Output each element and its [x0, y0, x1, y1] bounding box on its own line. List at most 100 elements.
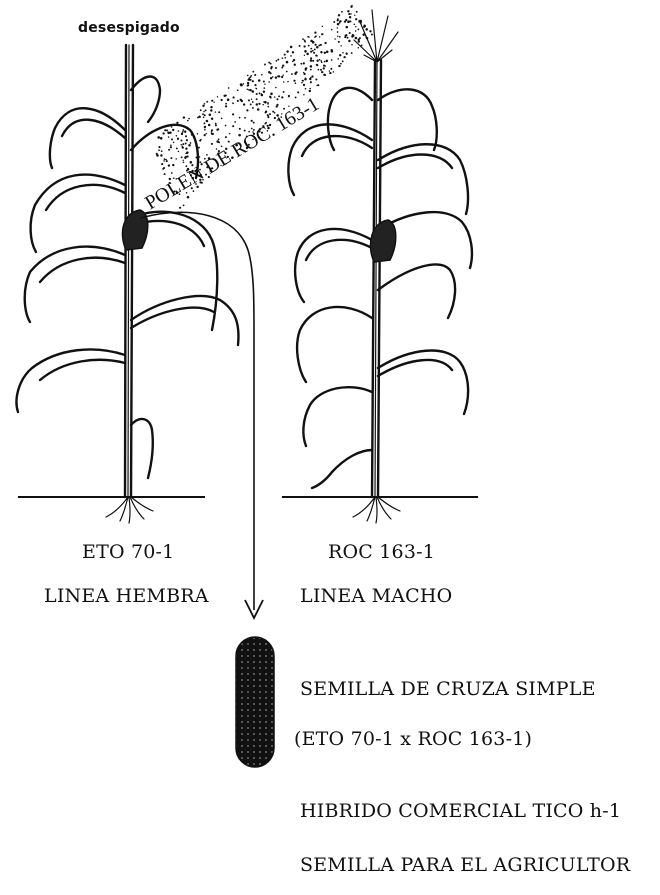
pollen-dot: [265, 111, 267, 113]
pollen-dot: [256, 93, 258, 95]
pollen-dot: [310, 59, 313, 62]
pollen-dot: [215, 124, 217, 126]
pollen-dot: [314, 31, 316, 33]
pollen-dot: [284, 54, 286, 56]
pollen-dot: [310, 65, 313, 68]
pollen-dot: [190, 161, 193, 164]
pollen-dot: [232, 125, 234, 127]
pollen-dot: [247, 84, 249, 86]
pollen-dot: [297, 91, 299, 93]
pollen-dot: [254, 84, 256, 86]
pollen-dot: [342, 60, 344, 62]
pollen-dot: [172, 129, 174, 131]
pollen-dot: [164, 129, 166, 131]
pollen-dot: [286, 61, 289, 64]
pollen-dot: [158, 149, 160, 151]
pollen-dot: [187, 155, 189, 157]
pollen-label: POLEN DE ROC. 163-1: [141, 93, 323, 214]
pollen-dot: [261, 74, 263, 76]
pollen-dot: [182, 143, 184, 145]
pollen-dot: [283, 91, 285, 93]
pollen-dot: [178, 151, 180, 153]
pollen-dot: [203, 117, 205, 119]
pollen-dot: [203, 122, 205, 124]
pollen-dot: [267, 114, 269, 116]
male-code-label: ROC 163-1: [328, 541, 435, 563]
pollen-dot: [185, 153, 186, 154]
pollen-dot: [250, 103, 252, 105]
pollen-dot: [161, 163, 163, 165]
pollen-dot: [338, 65, 340, 67]
pollen-dot: [281, 76, 283, 78]
pollen-dot: [175, 158, 177, 160]
pollen-dot: [170, 145, 172, 147]
pollen-dot: [313, 52, 315, 54]
pollen-dot: [204, 103, 206, 105]
pollen-dot: [251, 120, 253, 122]
pollen-dot: [188, 118, 190, 120]
pollen-dot: [179, 207, 181, 209]
pollen-dot: [169, 132, 171, 134]
pollen-dot: [312, 50, 314, 52]
pollen-dot: [345, 34, 347, 36]
pollen-dot: [244, 117, 246, 119]
pollen-dot: [363, 26, 365, 28]
pollen-dot: [333, 21, 335, 23]
pollen-dot: [334, 38, 336, 40]
pollen-dot: [241, 100, 243, 102]
pollen-dot: [218, 138, 220, 140]
pollen-dot: [211, 100, 213, 102]
pollen-dot: [322, 26, 323, 27]
pollen-dot: [286, 50, 288, 52]
pollen-dot: [209, 113, 212, 116]
pollen-dot: [346, 53, 348, 55]
pollen-dot: [306, 53, 309, 56]
pollen-dot: [337, 27, 338, 28]
pollen-dot: [283, 81, 285, 83]
pollen-dot: [197, 133, 198, 134]
pollen-dot: [358, 29, 360, 31]
pollen-dot: [183, 161, 185, 163]
pollen-dot: [187, 120, 189, 122]
pollen-dot: [166, 160, 168, 162]
pollen-dot: [356, 11, 358, 13]
pollen-dot: [246, 109, 248, 111]
pollen-dot: [200, 139, 201, 140]
pollen-dot: [284, 57, 286, 59]
pollen-dot: [331, 59, 333, 61]
pollen-dot: [295, 82, 297, 84]
pollen-dot: [183, 116, 185, 118]
pollen-dot: [213, 101, 214, 102]
pollen-dot: [202, 113, 204, 115]
pollen-dot: [321, 61, 323, 63]
pollen-dot: [258, 79, 261, 82]
pollen-dot: [337, 58, 339, 60]
pollen-dot: [282, 64, 284, 66]
cross-label: (ETO 70-1 x ROC 163-1): [294, 728, 532, 750]
pollen-dot: [225, 95, 227, 97]
pollen-dot: [325, 65, 327, 67]
pollen-dot: [225, 136, 227, 138]
pollen-dot: [304, 78, 307, 81]
pollen-dot: [305, 69, 307, 71]
pollen-dot: [168, 149, 170, 151]
pollen-dot: [282, 57, 284, 59]
pollen-dot: [339, 54, 341, 56]
pollen-dot: [304, 50, 307, 53]
pollen-dot: [212, 133, 214, 135]
pollen-dot: [204, 134, 206, 136]
pollen-dot: [256, 98, 258, 100]
detasseled-label: desespigado: [78, 20, 180, 36]
pollen-dot: [310, 69, 312, 71]
pollen-dot: [315, 44, 317, 46]
pollen-dot: [353, 23, 355, 25]
pollen-dot: [281, 96, 283, 98]
pollen-dot: [294, 72, 296, 74]
pollen-dot: [270, 77, 272, 79]
pollen-dot: [326, 60, 328, 62]
pollen-dot: [220, 99, 222, 101]
male-line-label: LINEA MACHO: [300, 585, 452, 607]
pollen-dot: [270, 68, 272, 70]
pollen-dot: [211, 131, 213, 133]
pollen-dot: [215, 111, 216, 112]
